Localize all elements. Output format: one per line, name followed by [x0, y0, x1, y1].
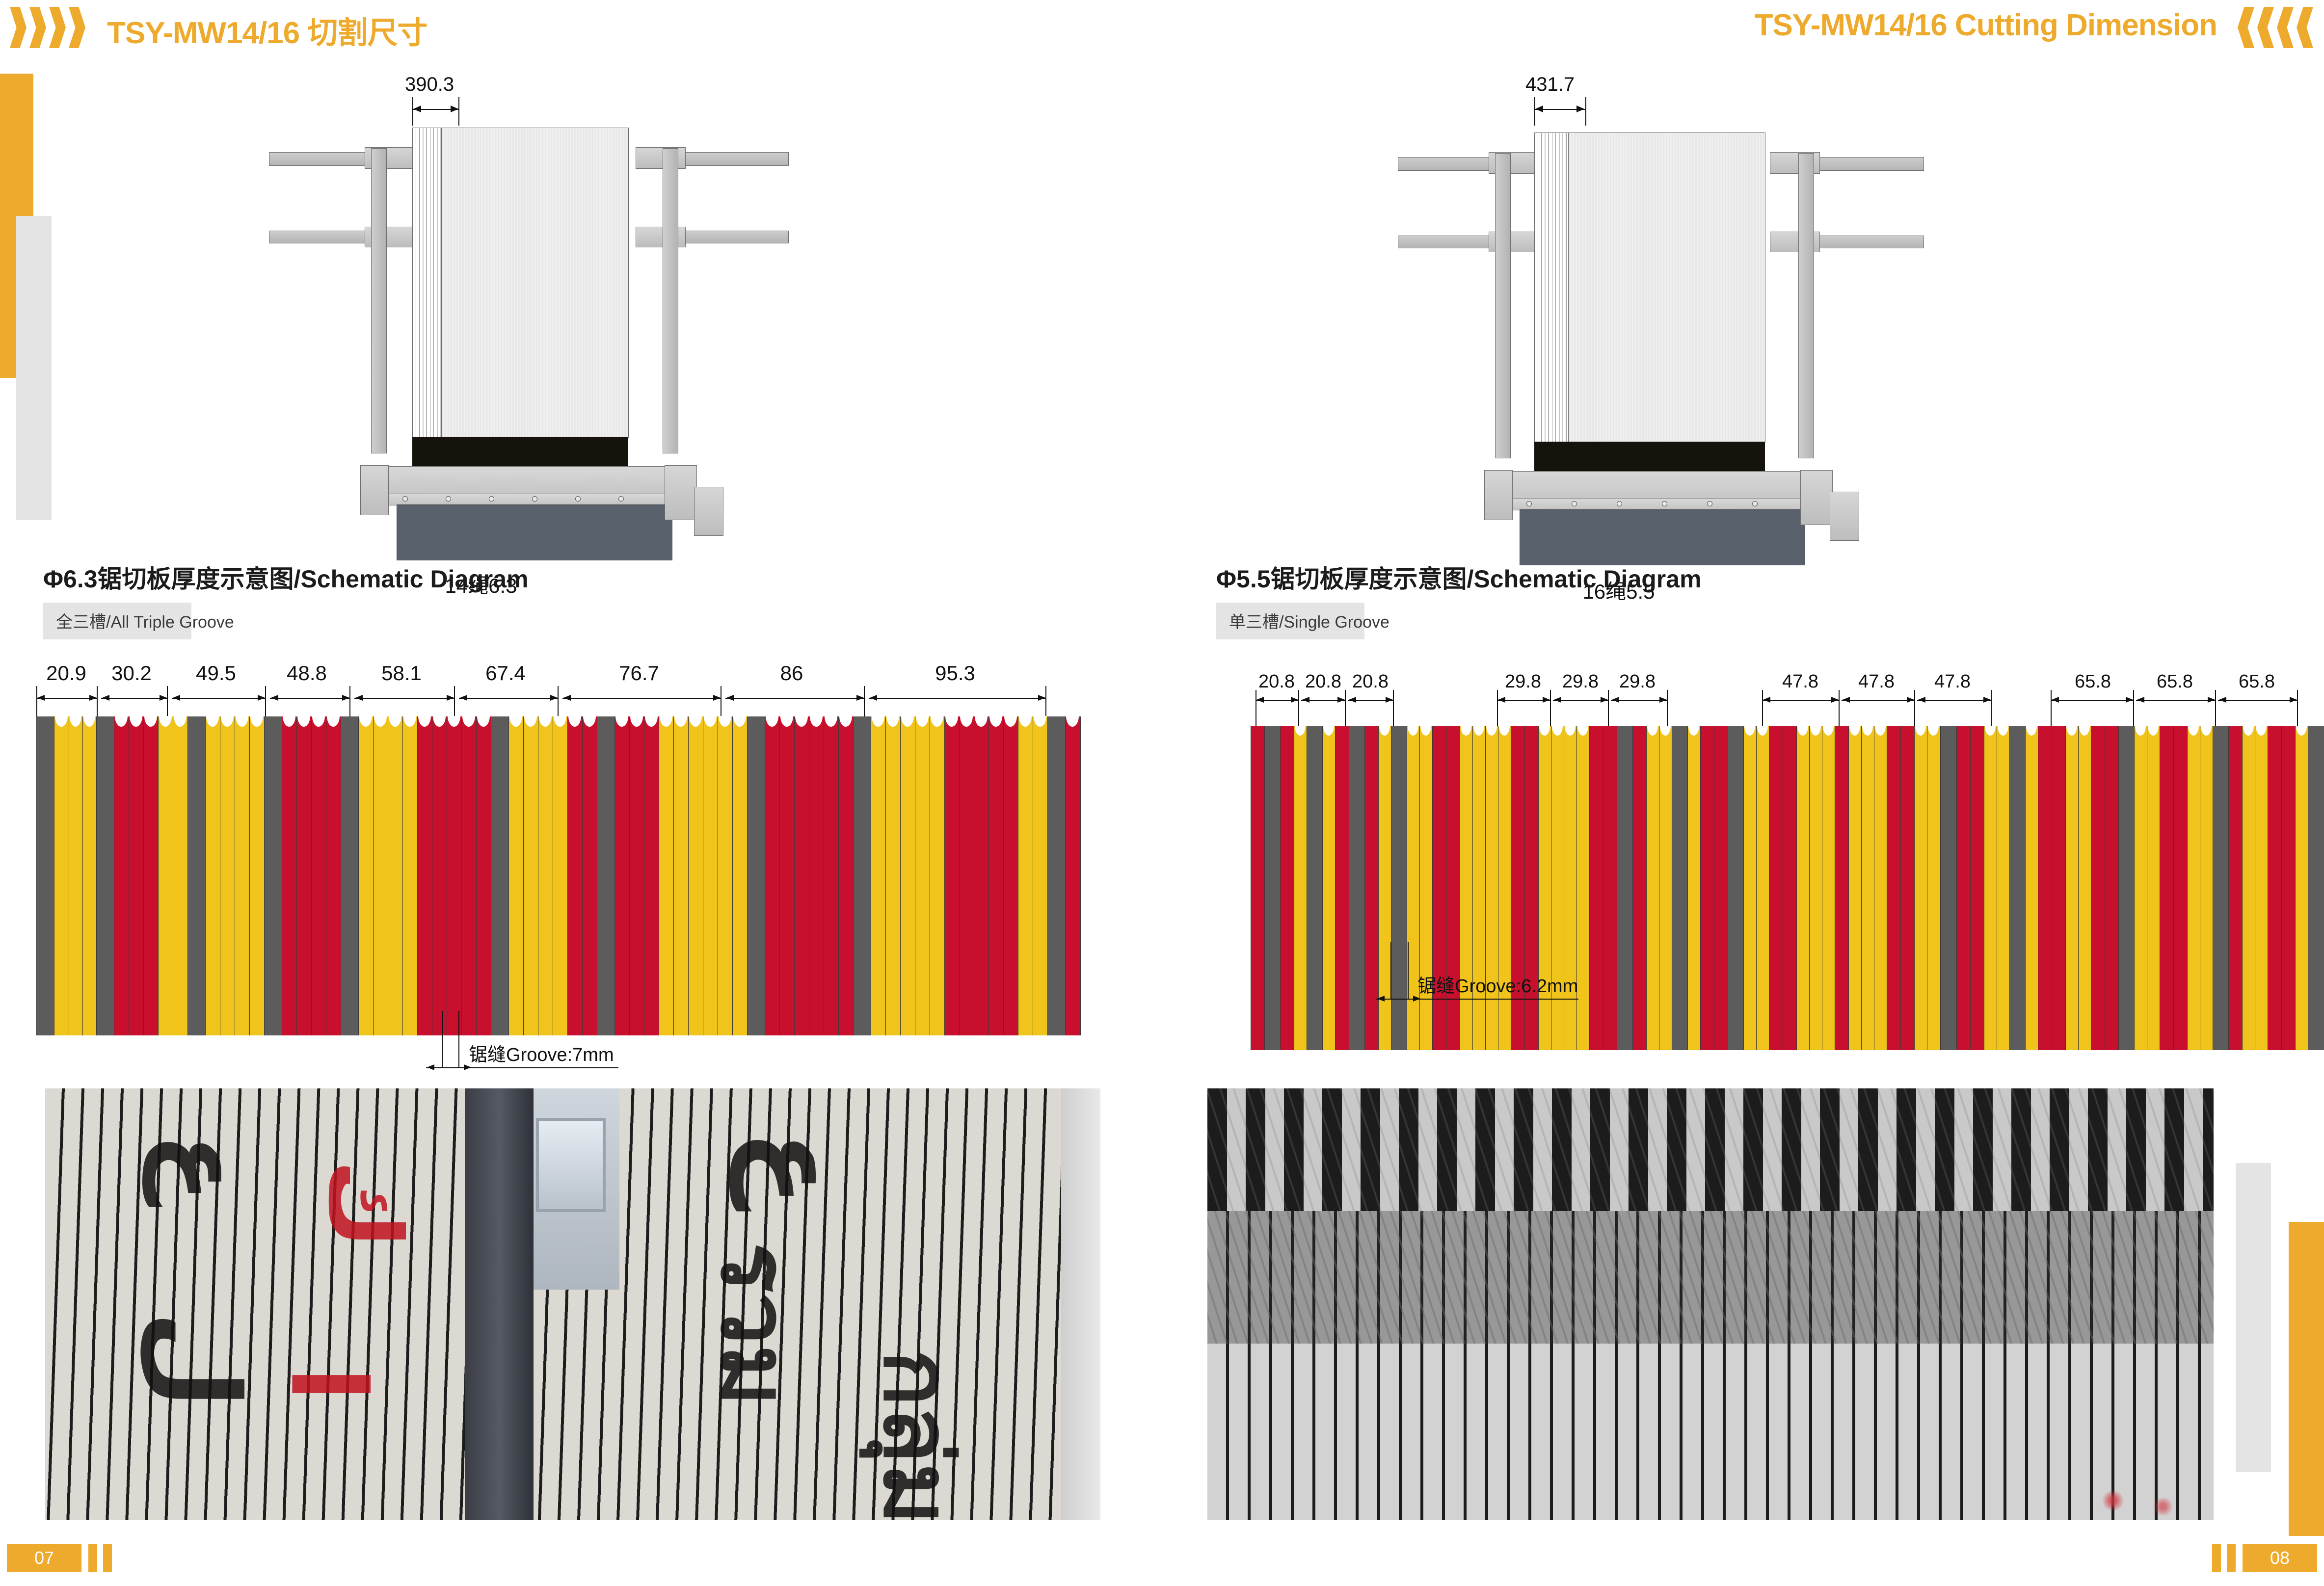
groove-type-badge-right: 单三槽/Single Groove: [1216, 603, 1389, 639]
section-title-right: Φ5.5锯切板厚度示意图/Schematic Diagram: [1216, 565, 1702, 593]
groove-note-left: 锯缝Groove:7mm: [469, 1045, 614, 1065]
page-number-right: 08: [2243, 1544, 2317, 1572]
section-title-left: Φ6.3锯切板厚度示意图/Schematic Diagram: [43, 565, 529, 593]
right-edge-gray-bar: [2236, 1163, 2271, 1472]
machine-dimension-label-left: 390.3: [405, 74, 454, 95]
photo-cut-slabs-right: [1207, 1088, 2214, 1520]
header-title-en: TSY-MW14/16 Cutting Dimension: [1754, 8, 2217, 42]
machine-caption-left: 14绳6.3: [445, 574, 517, 597]
header-title-cn: TSY-MW14/16 切割尺寸: [107, 16, 427, 50]
groove-note-right: 锯缝Groove:6.2mm: [1417, 976, 1578, 997]
stripe-chart-right: [1251, 726, 2324, 1050]
page-header: TSY-MW14/16 切割尺寸 TSY-MW14/16 Cutting Dim…: [0, 0, 2324, 59]
left-edge-gray-bar: [16, 216, 52, 520]
machine-caption-right: 16绳5.5: [1582, 580, 1655, 603]
chevron-left-group-icon: [2238, 7, 2313, 48]
machine-drawing-right: 431.7 16绳5.5: [1393, 74, 1924, 603]
right-page: 431.7 16绳5.5 Φ5.5锯切板厚度示意图/Schem: [1162, 0, 2324, 1586]
right-edge-accent-bar: [2289, 1222, 2324, 1536]
stripe-chart-left: [36, 716, 1096, 1035]
left-page: 390.3: [7, 74, 1100, 1572]
photo-cut-slabs-left: ع ل ك ا ع รวม กลุ่ม: [45, 1088, 1100, 1520]
machine-drawing-left: 390.3: [260, 74, 790, 597]
groove-type-badge-left: 全三槽/All Triple Groove: [43, 603, 234, 639]
chevron-right-group-icon: [10, 7, 85, 48]
page-number-left: 07: [7, 1544, 81, 1572]
machine-dimension-label-right: 431.7: [1525, 74, 1575, 95]
